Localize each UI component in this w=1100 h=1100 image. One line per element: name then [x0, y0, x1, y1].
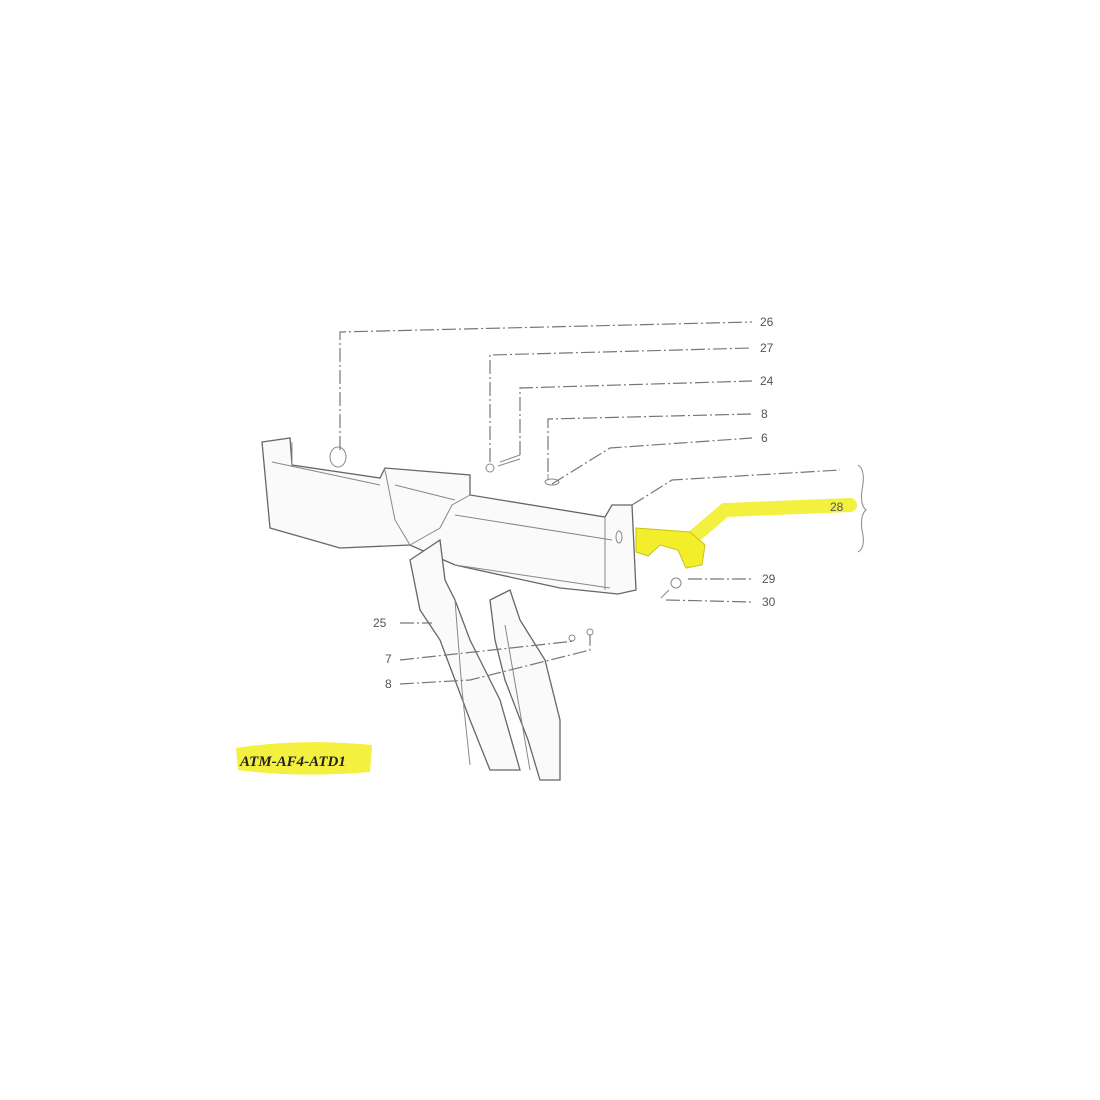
callout-27: 27	[760, 341, 774, 355]
highlight-part-28	[635, 527, 706, 569]
callout-25: 25	[373, 616, 387, 630]
bumper-assembly	[261, 437, 637, 595]
mounting-brackets	[409, 538, 561, 781]
part-code-label: ATM-AF4-ATD1	[239, 754, 346, 770]
highlight-leader-28	[683, 498, 857, 547]
callout-7: 7	[385, 652, 392, 666]
callout-29: 29	[762, 572, 776, 586]
callout-8-bottom: 8	[385, 677, 392, 691]
callout-8-top: 8	[761, 407, 768, 421]
hardware	[485, 454, 682, 642]
highlight-part-code	[236, 742, 372, 775]
callout-26: 26	[760, 315, 774, 329]
leader-lines	[339, 321, 867, 685]
callout-30: 30	[762, 595, 776, 609]
callout-24: 24	[760, 374, 774, 388]
callout-28: 28	[830, 500, 844, 514]
callout-6: 6	[761, 431, 768, 445]
